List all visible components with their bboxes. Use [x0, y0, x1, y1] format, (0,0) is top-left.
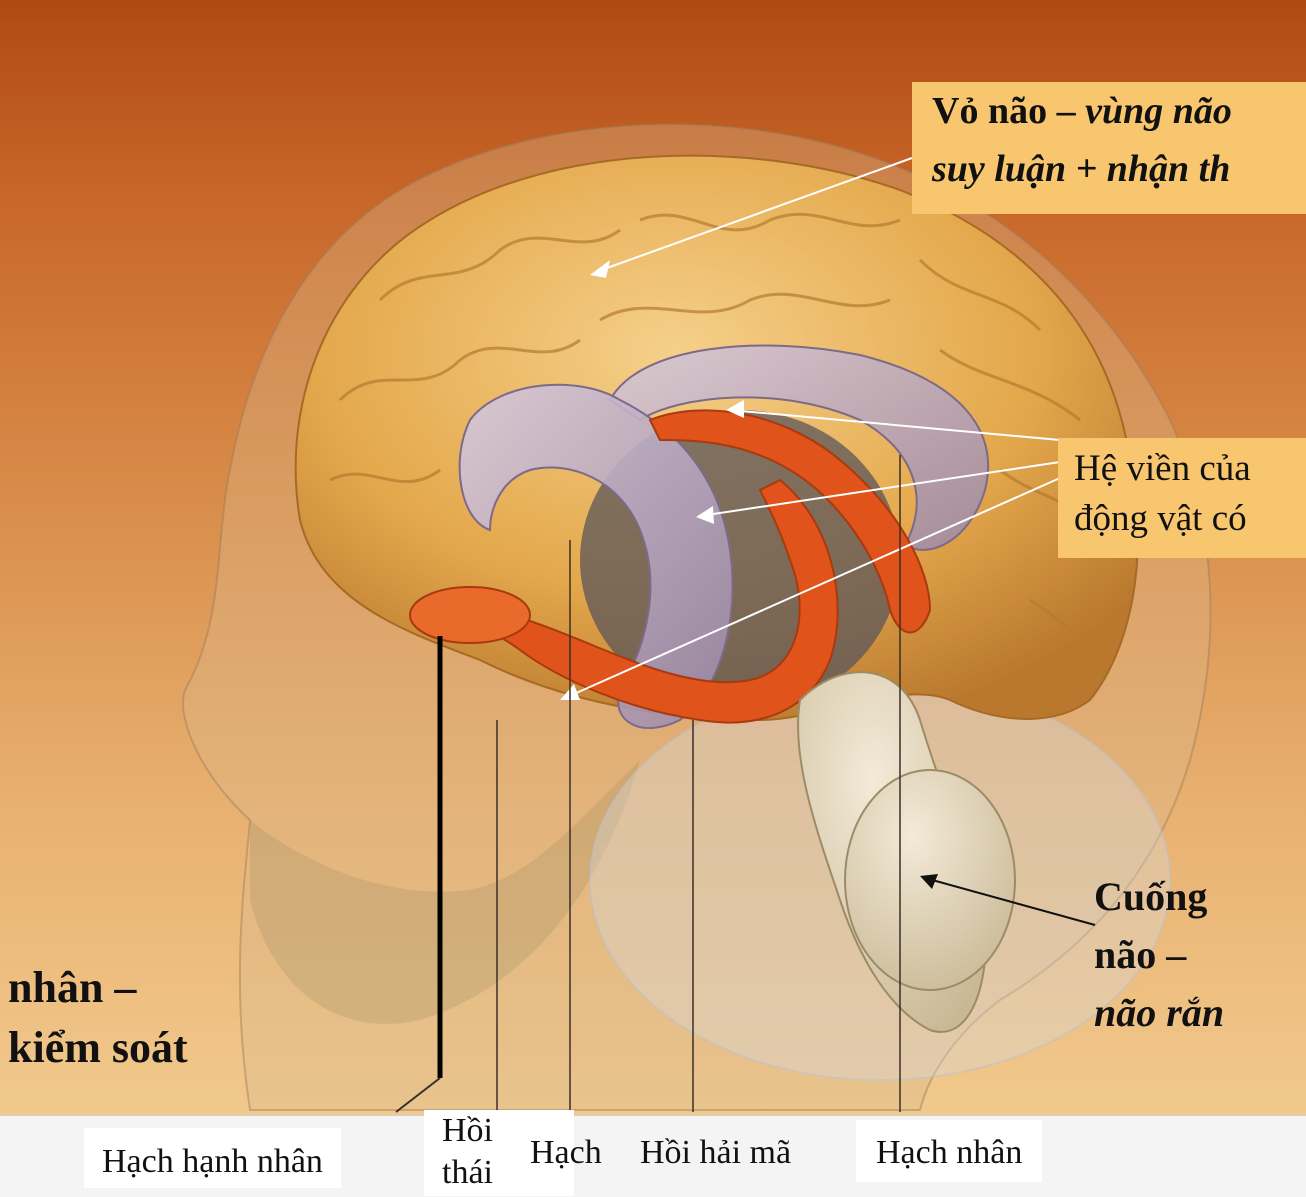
cortex-title: Vỏ não – — [932, 90, 1076, 132]
bottom-label-ganglion: Hạch — [520, 1120, 612, 1182]
amygdala-line2: kiểm soát — [8, 1018, 368, 1078]
cortex-line1: vùng não — [1085, 90, 1232, 132]
callout-amygdala: nhân – kiểm soát — [8, 958, 368, 1078]
brainstem-line2: não – — [1094, 926, 1284, 984]
bottom-label-hippocampus: Hồi hải mã — [626, 1120, 805, 1182]
amygdala-shape — [410, 587, 530, 643]
limbic-line2: động vật có — [1074, 494, 1306, 544]
brainstem-line3: não rắn — [1094, 984, 1284, 1042]
limbic-line1: Hệ viền của — [1074, 444, 1306, 494]
callout-limbic: Hệ viền của động vật có — [1058, 438, 1306, 558]
callout-brainstem: Cuống não – não rắn — [1094, 868, 1284, 1042]
callout-cortex: Vỏ não – vùng não suy luận + nhận th — [912, 82, 1306, 214]
cortex-line2: suy luận + nhận th — [932, 140, 1306, 198]
amygdala-line1: nhân – — [8, 958, 368, 1018]
brainstem-line1: Cuống — [1094, 868, 1284, 926]
bottom-label-amygdala: Hạch hạnh nhân — [84, 1128, 341, 1188]
bottom-label-nucleus: Hạch nhân — [856, 1120, 1042, 1182]
